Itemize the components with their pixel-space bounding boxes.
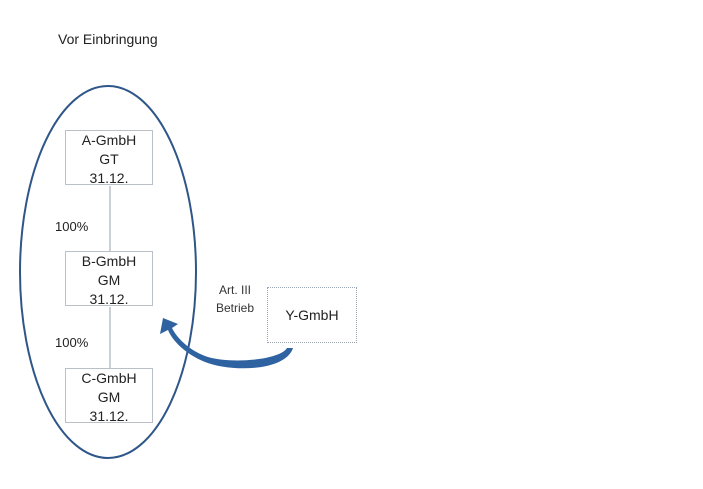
- entity-type: GM: [97, 389, 121, 405]
- share-label-a-b: 100%: [55, 219, 89, 234]
- entity-name: A-GmbH: [81, 132, 137, 148]
- entity-date: 31.12.: [89, 408, 129, 424]
- entity-date: 31.12.: [89, 291, 129, 307]
- transfer-label-line2: Betrieb: [215, 301, 255, 315]
- transfer-label-line1: Art. III: [218, 283, 251, 297]
- transfer-arrow: [160, 318, 293, 369]
- entity-type: GT: [99, 151, 119, 167]
- entity-box-a: A-GmbH GT 31.12.: [65, 130, 153, 186]
- entity-name: C-GmbH: [81, 370, 137, 386]
- external-entity-name: Y-GmbH: [285, 307, 339, 323]
- entity-type: GM: [97, 272, 121, 288]
- entity-date: 31.12.: [89, 170, 129, 186]
- entity-box-c: C-GmbH GM 31.12.: [65, 368, 153, 424]
- page-title: Vor Einbringung: [58, 31, 158, 47]
- entity-name: B-GmbH: [81, 253, 137, 269]
- group-ellipse: [19, 85, 197, 459]
- entity-box-b: B-GmbH GM 31.12.: [65, 251, 153, 307]
- transfer-label: Art. III Betrieb: [208, 281, 262, 317]
- share-label-b-c: 100%: [55, 335, 89, 350]
- external-entity-box: Y-GmbH: [267, 287, 357, 343]
